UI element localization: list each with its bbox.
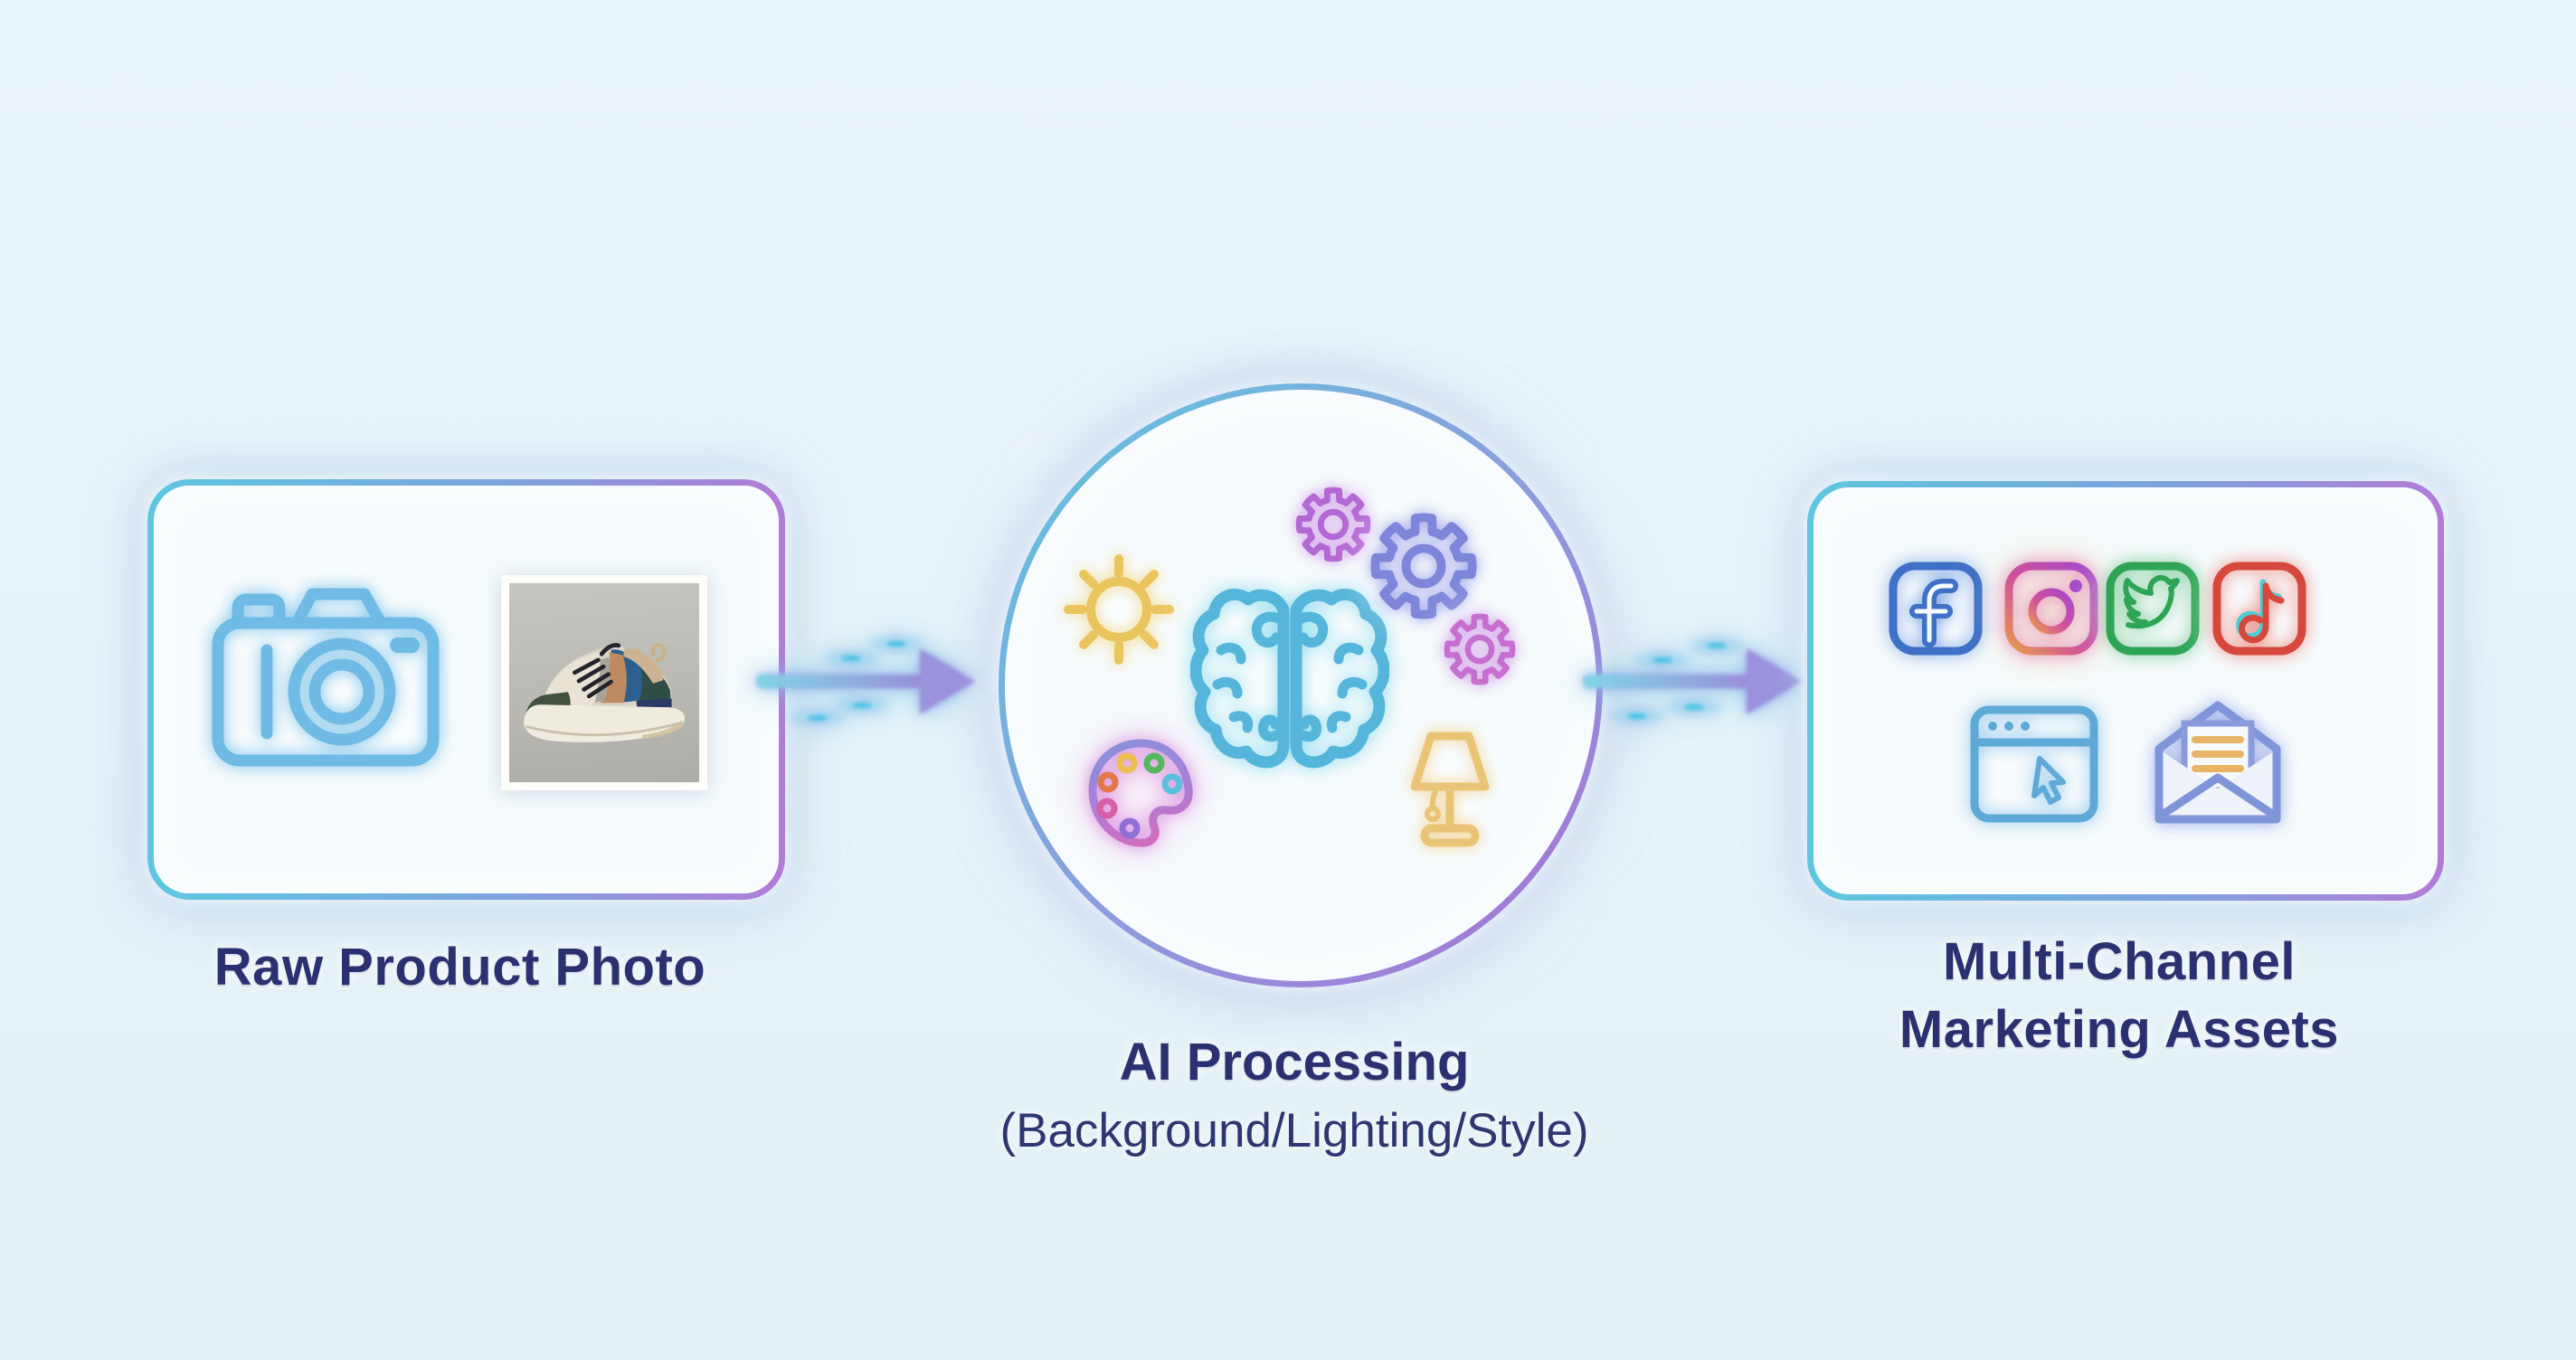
palette-icon bbox=[1088, 739, 1193, 847]
processing-stage-caption: AI Processing (Background/Lighting/Style… bbox=[930, 1033, 1659, 1159]
gear-icon bbox=[1368, 511, 1479, 621]
gear-icon bbox=[1443, 612, 1517, 686]
sneaker-image bbox=[524, 643, 686, 742]
processing-stage-sublabel: (Background/Lighting/Style) bbox=[999, 1103, 1589, 1157]
photo-background bbox=[509, 583, 699, 782]
tiktok-icon bbox=[2212, 562, 2306, 656]
arrow-right-icon bbox=[754, 633, 980, 729]
instagram-icon bbox=[2004, 562, 2098, 656]
twitter-icon bbox=[2106, 562, 2200, 656]
arrow-right-icon bbox=[1581, 633, 1807, 729]
input-stage-label: Raw Product Photo bbox=[213, 938, 706, 996]
lamp-icon bbox=[1410, 732, 1490, 847]
output-panel bbox=[1807, 481, 2444, 901]
sneaker-product-photo bbox=[501, 575, 707, 790]
sun-icon bbox=[1064, 554, 1174, 665]
facebook-icon bbox=[1889, 562, 1983, 656]
camera-icon bbox=[212, 588, 440, 767]
processing-stage-label: AI Processing bbox=[1119, 1033, 1470, 1091]
gear-icon bbox=[1294, 486, 1372, 563]
browser-window-icon bbox=[1970, 705, 2098, 823]
email-icon bbox=[2155, 701, 2281, 824]
output-stage-label: Multi-Channel Marketing Assets bbox=[1899, 932, 2340, 1060]
brain-icon bbox=[1190, 580, 1389, 780]
